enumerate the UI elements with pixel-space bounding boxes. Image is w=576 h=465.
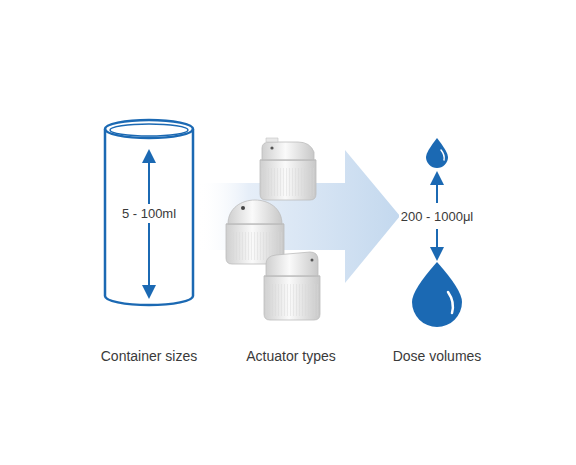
actuator — [226, 200, 284, 264]
actuator — [264, 252, 320, 320]
dose-range: 200 - 1000μl — [399, 208, 476, 225]
actuator — [260, 138, 316, 200]
caption: Actuator types — [246, 348, 336, 364]
body — [105, 129, 193, 305]
inner-rim — [110, 124, 188, 136]
size-range: 5 - 100ml — [119, 204, 179, 223]
rim — [105, 120, 193, 138]
range-arrow — [148, 156, 150, 292]
small-drop — [426, 138, 448, 168]
caption: Container sizes — [101, 348, 198, 364]
down-arrow — [436, 229, 438, 254]
large-drop — [412, 262, 462, 327]
up-arrow — [436, 178, 438, 203]
caption: Dose volumes — [393, 348, 482, 364]
flow-arrow — [198, 150, 400, 283]
container-outline: 5 - 100ml — [103, 118, 195, 308]
